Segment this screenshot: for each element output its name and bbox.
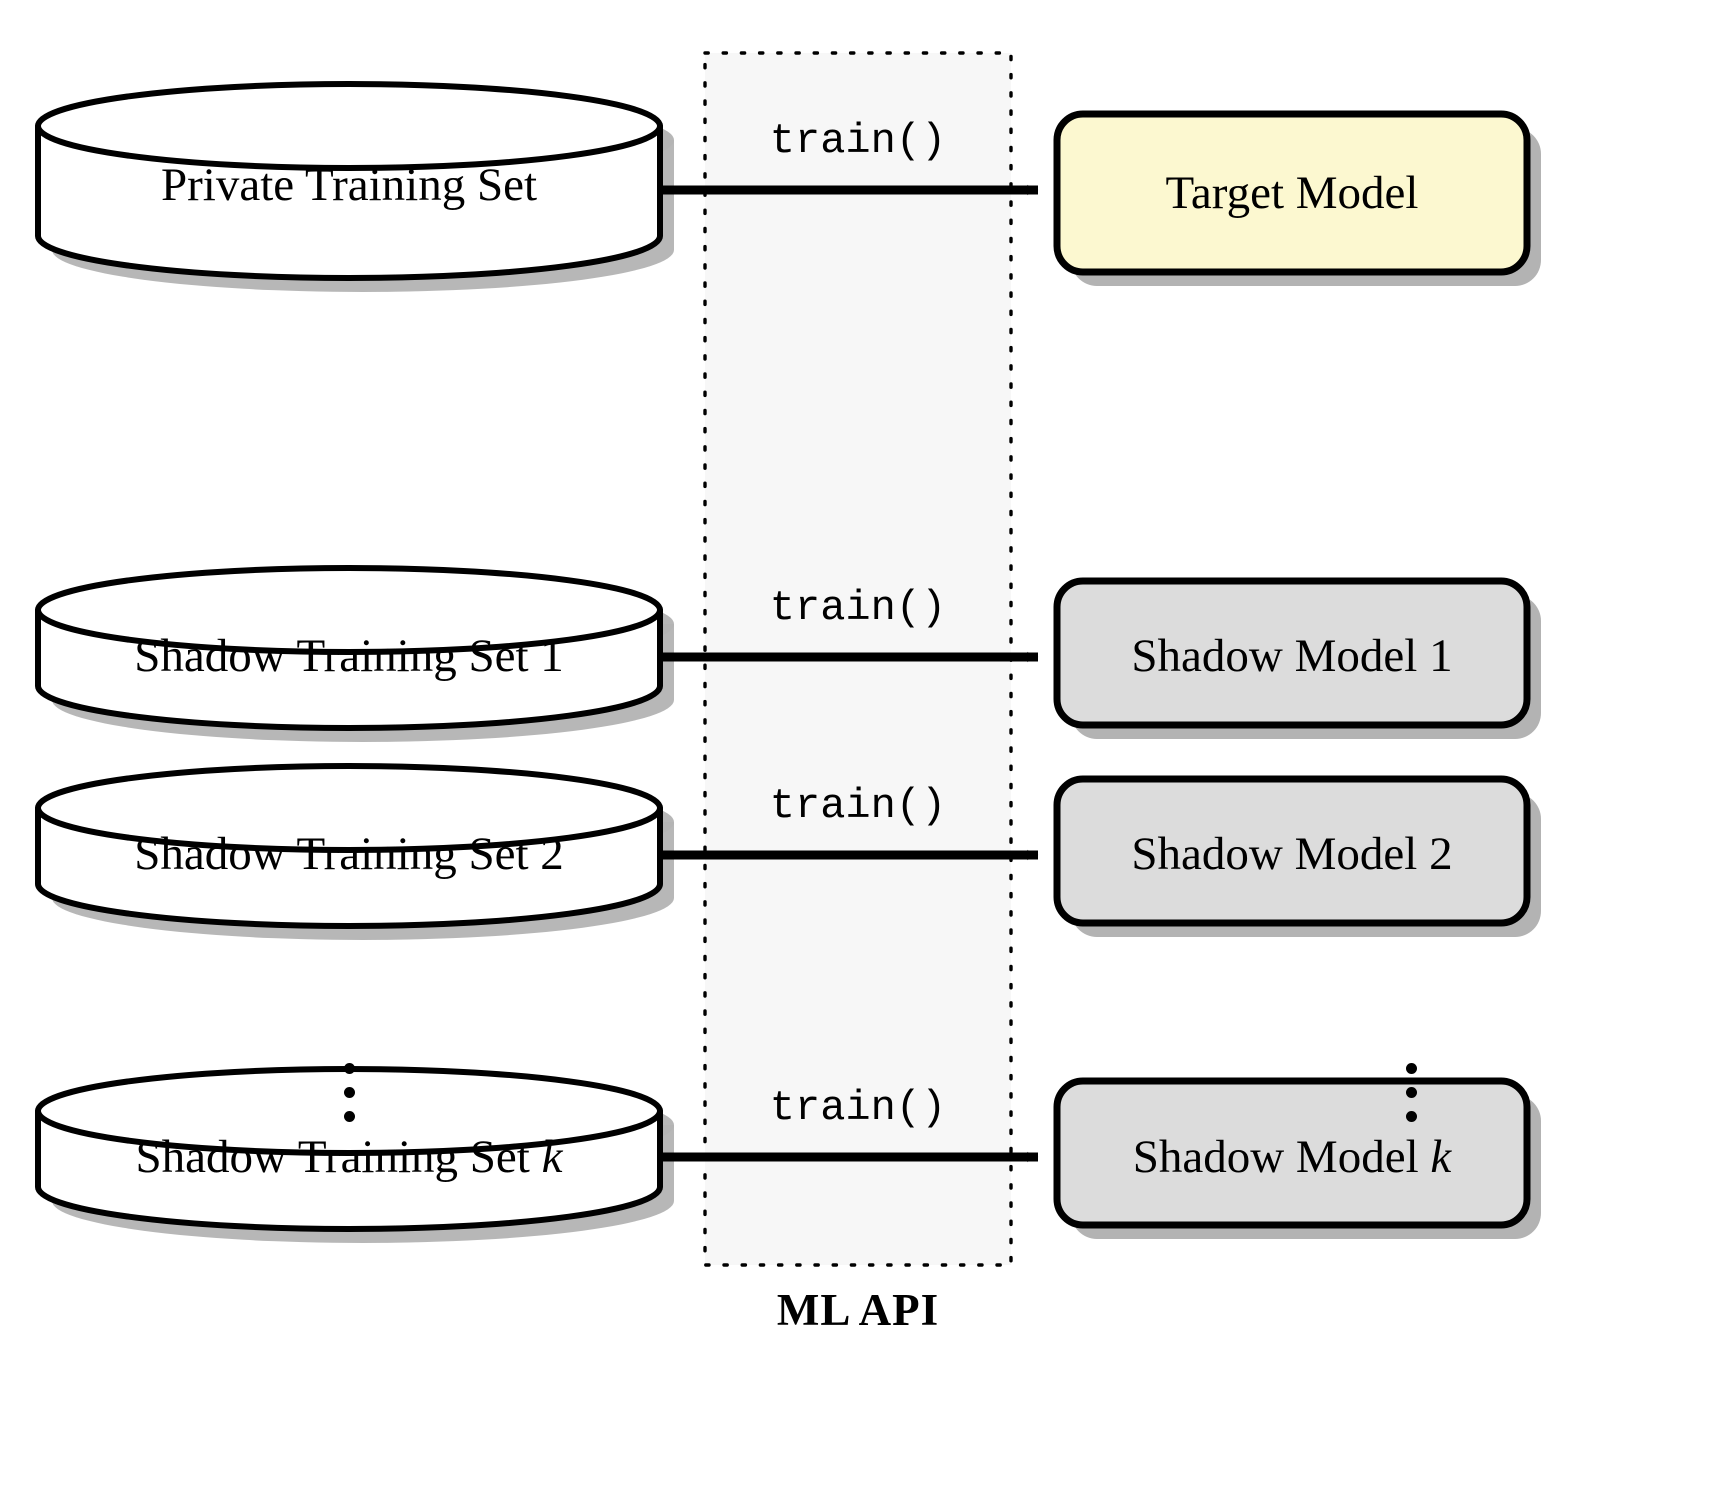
shadow-training-set-1-cylinder bbox=[35, 565, 674, 742]
left-vertical-ellipsis-icon bbox=[342, 1063, 356, 1122]
private-training-set-cylinder bbox=[35, 81, 674, 292]
shadow-training-set-k-cylinder bbox=[35, 1066, 674, 1243]
shadow-training-set-2-cylinder bbox=[35, 763, 674, 940]
target-model-box bbox=[1053, 110, 1541, 286]
shadow-model-2-box bbox=[1053, 775, 1541, 937]
shadow-model-1-box bbox=[1053, 577, 1541, 739]
right-vertical-ellipsis-icon bbox=[1404, 1063, 1418, 1122]
shadow-model-k-box bbox=[1053, 1077, 1541, 1239]
